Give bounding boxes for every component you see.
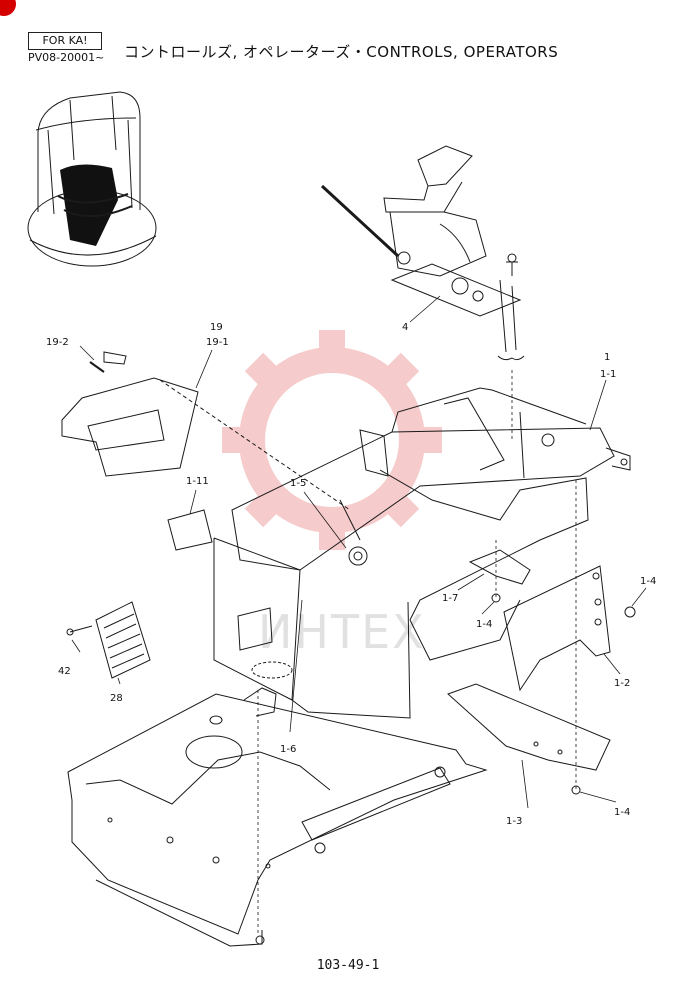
cab-overview-inset (27, 91, 157, 267)
label-1-2: 1-2 (614, 678, 630, 689)
label-4: 4 (402, 322, 408, 333)
floor-plate (67, 693, 488, 947)
label-1-6: 1-6 (280, 744, 296, 755)
plate-1-11 (167, 509, 213, 551)
watermark-text: ИНТЕХ (258, 605, 426, 659)
label-1-4-a: 1-4 (640, 576, 656, 587)
label-19: 19 (210, 322, 223, 333)
label-42: 42 (58, 666, 71, 677)
variant-box: FOR KA! (28, 32, 102, 50)
label-1-4-c: 1-4 (614, 807, 630, 818)
plate-1-3 (447, 683, 611, 771)
side-cover-19 (61, 351, 351, 511)
label-1-11: 1-11 (186, 476, 209, 487)
corner-tab-marker (0, 0, 16, 16)
label-1-1: 1-1 (600, 369, 616, 380)
plate-1-2 (503, 565, 611, 692)
label-19-1: 19-1 (206, 337, 229, 348)
vent-grille-28 (95, 601, 151, 679)
label-1-7: 1-7 (442, 593, 458, 604)
hook-1-6 (243, 687, 277, 717)
control-box-frame (213, 387, 631, 719)
label-1-3: 1-3 (506, 816, 522, 827)
stay-1-7 (468, 549, 531, 585)
label-19-2: 19-2 (46, 337, 69, 348)
label-28: 28 (110, 693, 123, 704)
washer-1-4-b (624, 606, 636, 618)
serial-range: PV08-20001~ (28, 51, 105, 64)
leader-lines (71, 295, 647, 936)
control-lever-assembly (320, 145, 525, 361)
bolt-42 (66, 625, 93, 636)
page-number: 103-49-1 (316, 958, 380, 973)
label-1-4-b: 1-4 (476, 619, 492, 630)
label-1-5: 1-5 (290, 478, 306, 489)
watermark-gear-icon (222, 330, 442, 550)
label-1: 1 (604, 352, 610, 363)
page-title: コントロールズ, オペレーターズ・CONTROLS, OPERATORS (124, 43, 559, 61)
